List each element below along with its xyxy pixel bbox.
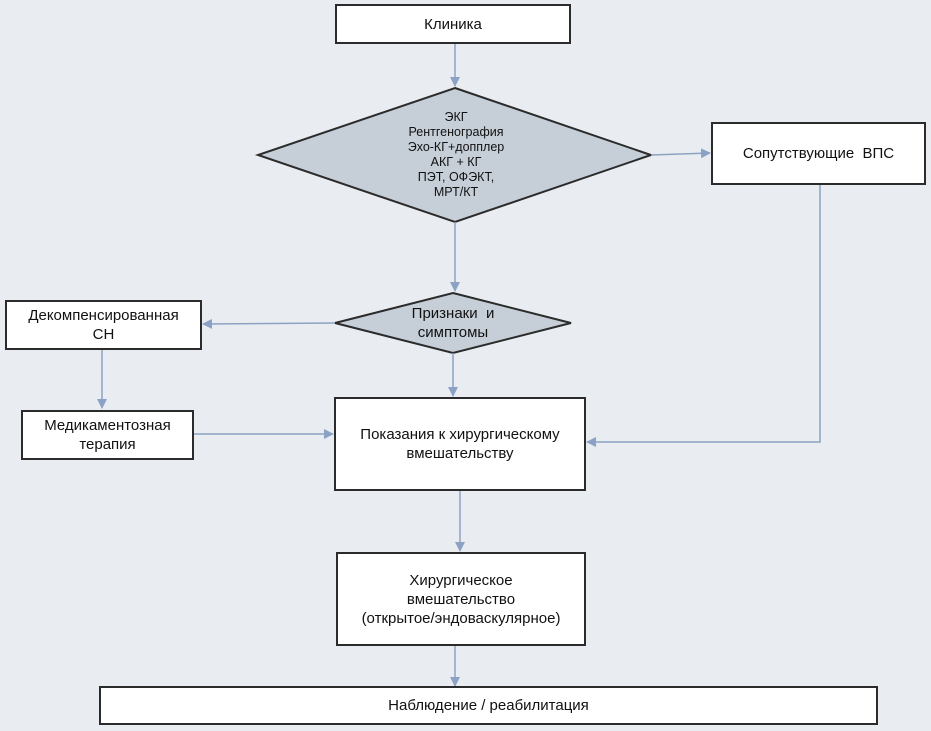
arrow-diagnostics-to-comorbid xyxy=(650,148,711,159)
surgery-label: Хирургическое вмешательство (открытое/эн… xyxy=(361,571,561,627)
clinic-label: Клиника xyxy=(424,15,482,33)
indications-box: Показания к хирургическому вмешательству xyxy=(334,397,586,491)
signs-label: Признаки и симптомы xyxy=(383,303,523,343)
follow-up-box: Наблюдение / реабилитация xyxy=(99,686,878,725)
diagnostics-line-5: ПЭТ, ОФЭКТ, xyxy=(417,170,495,184)
surgery-box: Хирургическое вмешательство (открытое/эн… xyxy=(336,552,586,646)
arrow-signs-to-decompensated xyxy=(202,318,336,329)
comorbid-box: Сопутствующие ВПС xyxy=(711,122,926,185)
follow-up-label: Наблюдение / реабилитация xyxy=(388,697,589,714)
drug-therapy-label: Медикаментозная терапия xyxy=(44,417,171,453)
drug-therapy-box: Медикаментозная терапия xyxy=(21,410,194,460)
diagnostics-line-2: Рентгенография xyxy=(408,125,504,139)
decompensated-label: Декомпенсированная СН xyxy=(28,307,179,343)
clinic-box: Клиника xyxy=(335,4,571,44)
diagnostics-line-4: АКГ + КГ xyxy=(430,155,482,169)
diagnostics-line-6: МРТ/КТ xyxy=(433,185,479,199)
decompensated-box: Декомпенсированная СН xyxy=(5,300,202,350)
signs-text: Признаки и симптомы xyxy=(411,305,495,341)
diagnostics-label: ЭКГ Рентгенография Эхо-КГ+допплер АКГ + … xyxy=(358,100,554,210)
comorbid-label: Сопутствующие ВПС xyxy=(742,145,895,162)
indications-label: Показания к хирургическому вмешательству xyxy=(360,426,560,462)
diagnostics-line-3: Эхо-КГ+допплер xyxy=(407,140,505,154)
diagnostics-line-1: ЭКГ xyxy=(444,110,468,124)
arrow-comorbid-to-indications xyxy=(586,184,821,447)
